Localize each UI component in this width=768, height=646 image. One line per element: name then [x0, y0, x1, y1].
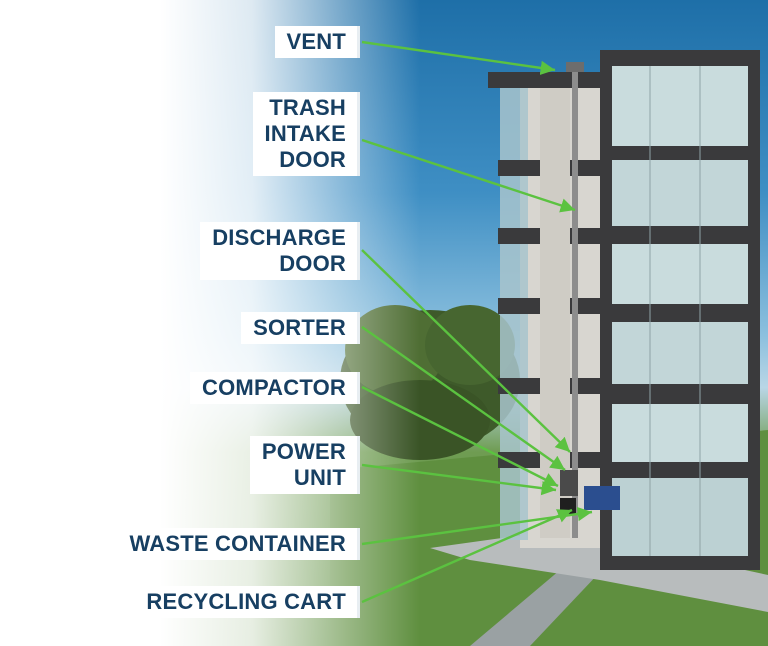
label-waste-container: WASTE CONTAINER	[117, 528, 361, 560]
label-recycling-cart: RECYCLING CART	[134, 586, 360, 618]
label-trash-intake-door: TRASH INTAKE DOOR	[252, 92, 361, 176]
label-sorter: SORTER	[241, 312, 360, 344]
plaza-slab	[430, 530, 768, 612]
leader-trash-intake-door	[361, 138, 576, 213]
leader-compactor	[361, 385, 559, 488]
label-vent: VENT	[274, 26, 361, 58]
label-compactor: COMPACTOR	[190, 372, 360, 404]
leader-recycling-cart	[361, 508, 573, 604]
walkway	[470, 570, 600, 646]
label-power-unit: POWER UNIT	[249, 436, 361, 494]
leader-discharge-door	[361, 249, 571, 453]
leader-sorter	[361, 326, 566, 471]
building-illustration	[488, 50, 760, 570]
leader-power-unit	[361, 463, 557, 496]
leader-vent	[361, 40, 556, 76]
label-discharge-door: DISCHARGE DOOR	[200, 222, 360, 280]
